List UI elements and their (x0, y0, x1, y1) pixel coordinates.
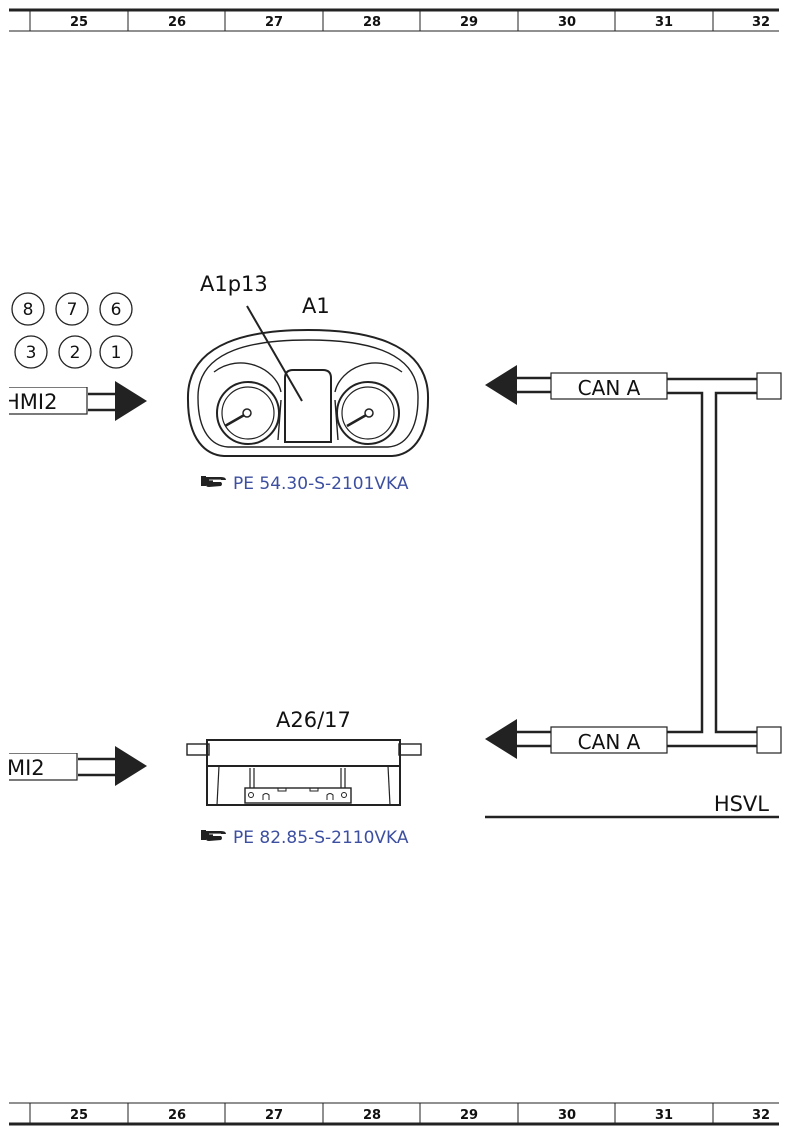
grid-number: 30 (558, 15, 576, 30)
can-bus-label: CAN A (578, 730, 641, 754)
reference-link-a26-17[interactable]: PE 82.85-S-2110VKA (201, 828, 409, 848)
grid-number: 25 (70, 15, 88, 30)
can-bus-label: CAN A (578, 376, 641, 400)
network-label: HSVL (714, 792, 769, 816)
grid-number: 28 (363, 1108, 381, 1123)
control-module: A26/17 (186, 708, 422, 806)
arrow-right-icon (115, 746, 147, 786)
connector-hmi2-top: HMI2 (4, 381, 147, 421)
grid-number: 28 (363, 15, 381, 30)
grid-number: 32 (752, 15, 770, 30)
pin-label: 7 (67, 300, 78, 320)
grid-number: 27 (265, 15, 283, 30)
reference-text[interactable]: PE 54.30-S-2101VKA (233, 474, 409, 494)
arrow-left-icon (485, 719, 517, 759)
grid-number: 26 (168, 1108, 186, 1123)
grid-number: 31 (655, 1108, 673, 1123)
grid-number: 30 (558, 1108, 576, 1123)
grid-number: 26 (168, 15, 186, 30)
can-bus: CAN A CAN A HSVL (485, 365, 782, 819)
reference-link-a1[interactable]: PE 54.30-S-2101VKA (201, 474, 409, 494)
connector-label: HMI2 (4, 390, 57, 414)
pin-label: 2 (70, 343, 81, 363)
pointing-hand-icon (201, 830, 226, 841)
pin-label: 6 (111, 300, 122, 320)
pin-numbers: 8 7 6 3 2 1 (11, 292, 133, 369)
grid-number: 31 (655, 15, 673, 30)
instrument-cluster: A1p13 A1 (186, 272, 430, 457)
grid-number: 27 (265, 1108, 283, 1123)
pin-label: 8 (23, 300, 34, 320)
component-designation: A1 (302, 294, 330, 318)
connector-label: MI2 (7, 756, 45, 780)
pointing-hand-icon (201, 476, 226, 487)
grid-number: 29 (460, 15, 478, 30)
connector-hmi2-bottom: MI2 (7, 746, 147, 786)
grid-number: 25 (70, 1108, 88, 1123)
bottom-grid-bar: 25 26 27 28 29 30 31 32 (9, 1102, 779, 1126)
component-designation: A26/17 (276, 708, 351, 732)
arrow-right-icon (115, 381, 147, 421)
grid-number: 29 (460, 1108, 478, 1123)
top-grid-bar: 25 26 27 28 29 30 31 32 (9, 8, 779, 32)
reference-text[interactable]: PE 82.85-S-2110VKA (233, 828, 409, 848)
grid-number: 32 (752, 1108, 770, 1123)
display-designation: A1p13 (200, 272, 268, 296)
pin-label: 1 (111, 343, 122, 363)
arrow-left-icon (485, 365, 517, 405)
pin-label: 3 (26, 343, 37, 363)
